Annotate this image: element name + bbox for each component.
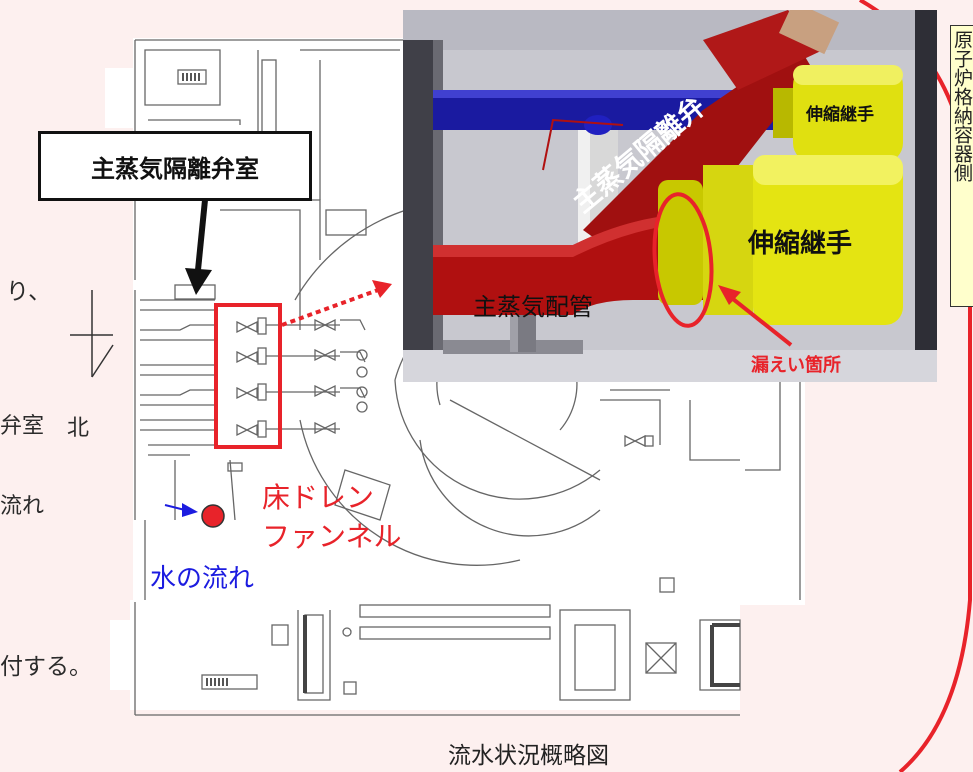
msiv-3d-inset: 主蒸気隔離弁 伸縮継手 伸縮継手 主蒸気配管 漏えい箇所 — [403, 10, 937, 382]
north-label: 北 — [67, 416, 90, 441]
diagram-caption: 流水状況概略図 — [448, 743, 609, 769]
bg-text-nagare: 流れ — [0, 494, 45, 519]
bellows-lower-label: 伸縮継手 — [748, 229, 853, 259]
leak-location-label: 漏えい箇所 — [751, 355, 841, 376]
bg-text-fusuru: 付する。 — [0, 654, 92, 680]
leak-ellipse — [652, 192, 714, 328]
bellows-upper-label: 伸縮継手 — [806, 105, 874, 125]
north-arrow-icon — [70, 290, 114, 378]
water-flow-label: 水の流れ — [150, 564, 255, 594]
highlight-box — [214, 303, 282, 449]
water-flow-arrow-icon — [164, 503, 198, 517]
dotted-arrow-icon — [281, 280, 392, 327]
main-steam-pipe-label: 主蒸気配管 — [473, 293, 593, 321]
floor-drain-label-1: 床ドレン — [262, 481, 375, 514]
msiv-room-label: 主蒸気隔離弁室 — [38, 131, 312, 201]
bg-text-ri: り、 — [6, 279, 52, 305]
drain-funnel-dot — [201, 504, 225, 528]
bg-text-benshitsu: 弁室 — [0, 414, 45, 439]
rpv-side-label: 原子炉格納容器側 — [950, 25, 973, 307]
arrow-down-icon — [185, 199, 212, 295]
floor-drain-label-2: ファンネル — [262, 520, 402, 553]
